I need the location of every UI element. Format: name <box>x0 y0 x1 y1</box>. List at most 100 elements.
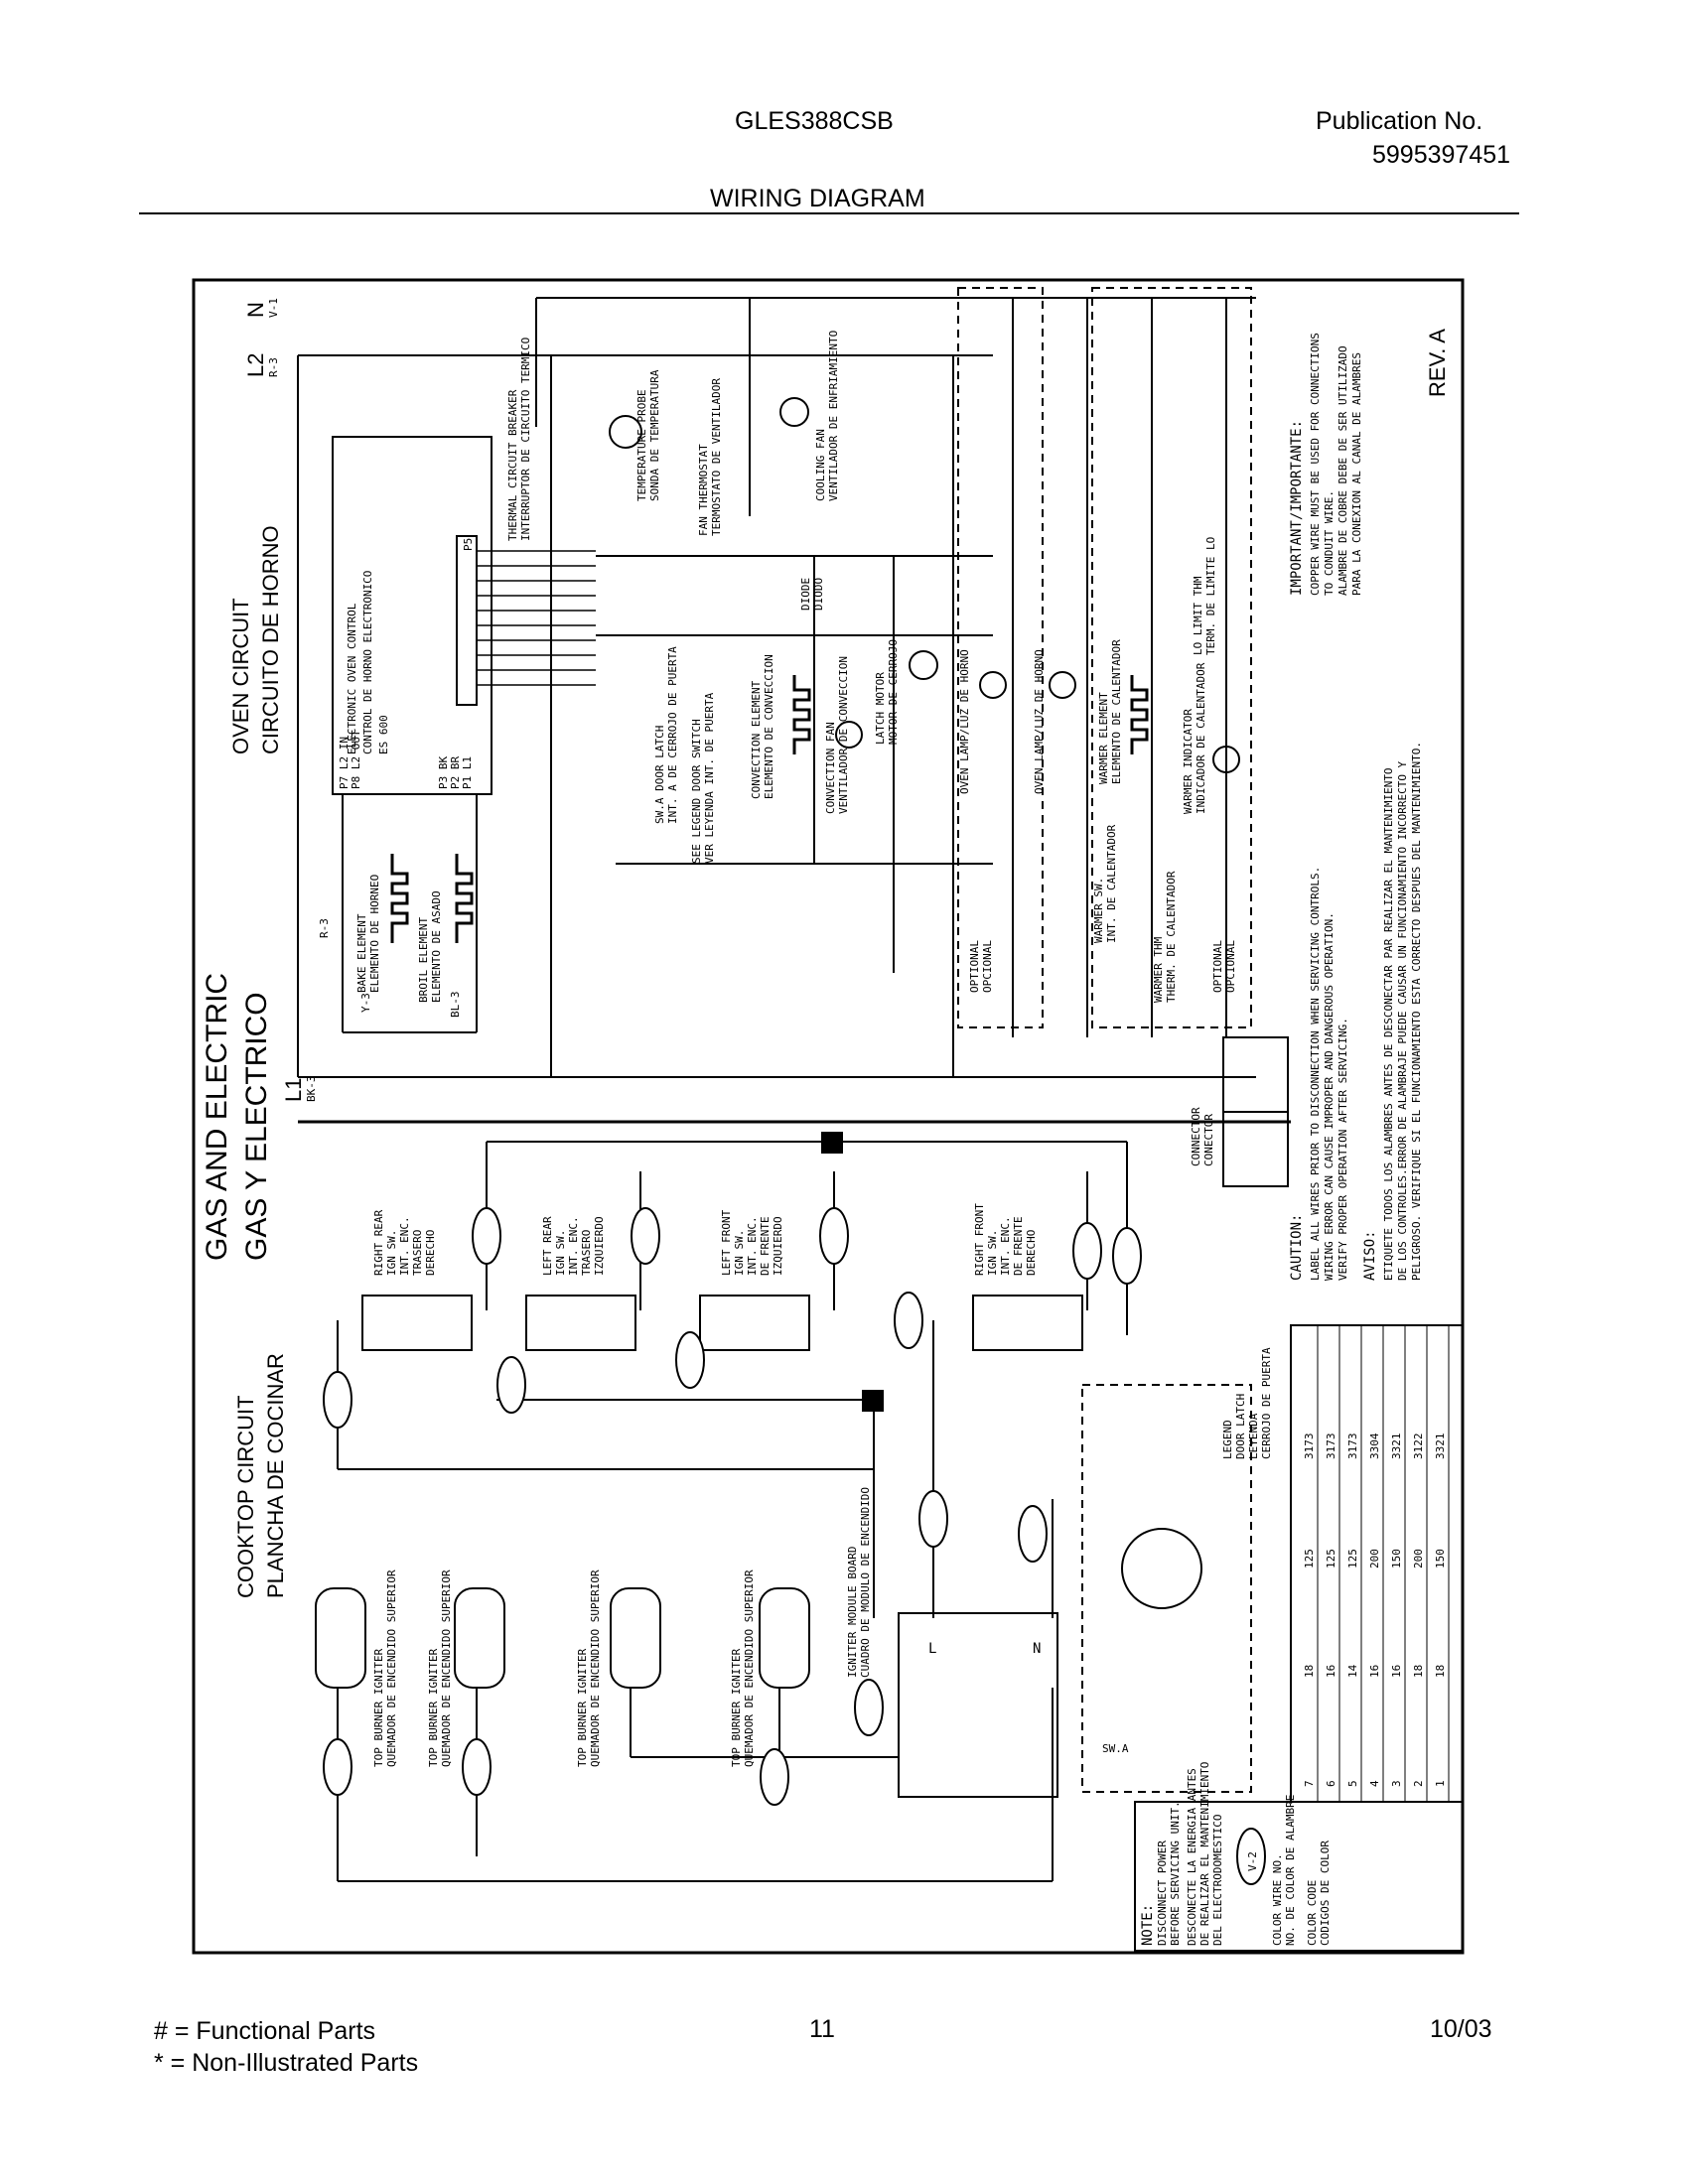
bake-element-coil <box>390 854 409 943</box>
oven-circuit-en: OVEN CIRCUIT <box>228 598 253 754</box>
wire-oval-r1-c <box>675 1331 705 1389</box>
ign-rr-2: IGN SW. <box>385 1230 398 1276</box>
junction-top <box>821 1132 843 1154</box>
tcb-label-es: INTERRUPTOR DE CIRCUITO TERMICO <box>519 338 532 541</box>
wire-spec-cell: 18 <box>1303 1665 1316 1678</box>
door-latch-icon <box>1121 1528 1202 1609</box>
ign-lr-3: INT. ENC. <box>567 1216 580 1276</box>
wire-spec-cell: 150 <box>1390 1549 1403 1569</box>
main-title-es: GAS Y ELECTRICO <box>240 992 273 1261</box>
ign-rr-3: INT. ENC. <box>398 1216 411 1276</box>
caution-line-3: VERIFY PROPER OPERATION AFTER SERVICING. <box>1336 1018 1349 1281</box>
ign-rf-4: DE FRENTE <box>1012 1216 1025 1276</box>
ign-lf-4: DE FRENTE <box>759 1216 772 1276</box>
junction-bottom <box>862 1390 884 1412</box>
ign-rr-5: DERECHO <box>424 1230 437 1276</box>
important-line-2: TO CONDUIT WIRE. <box>1323 490 1336 596</box>
ign-rr-1: RIGHT REAR <box>372 1209 385 1276</box>
legend-line-2: DOOR LATCH <box>1234 1394 1247 1459</box>
legend-sw-label: SW.A <box>1102 1742 1129 1755</box>
warmer-element-es: ELEMENTO DE CALENTADOR <box>1110 639 1123 784</box>
fan-thermo-en: FAN THERMOSTAT <box>697 444 710 536</box>
legend-line-4: CERROJO DE PUERTA <box>1260 1347 1273 1459</box>
optional-en-2: OPTIONAL <box>1211 940 1224 993</box>
latch-motor-en: LATCH MOTOR <box>874 672 887 745</box>
eoc-p5-connector <box>456 535 596 706</box>
wire-oval-bk2 <box>1112 1227 1142 1285</box>
cooling-fan-icon <box>779 397 809 427</box>
footer-date: 10/03 <box>1430 2015 1492 2043</box>
wire-spec-cell: 16 <box>1325 1665 1337 1678</box>
warmer-indicator-es: INDICADOR DE CALENTADOR <box>1195 662 1207 814</box>
igniter-1-en: TOP BURNER IGNITER <box>372 1648 385 1767</box>
note-line-2: BEFORE SERVICING UNIT. <box>1169 1801 1182 1946</box>
igniter-module-board <box>898 1612 1058 1798</box>
note-table <box>1134 1801 1464 1952</box>
wire-spec-cell: 14 <box>1346 1664 1359 1678</box>
wire-spec-cell: 3321 <box>1390 1433 1403 1460</box>
wire-spec-cell: 2 <box>1412 1780 1425 1787</box>
wire-label-r3: R-3 <box>318 918 331 938</box>
ign-rr-4: TRASERO <box>411 1230 424 1276</box>
warmer-sw-es: INT. DE CALENTADOR <box>1105 824 1118 943</box>
diagram-frame <box>192 278 1465 1955</box>
optional-es-2: OPCIONAL <box>1224 940 1237 993</box>
model-number: GLES388CSB <box>735 107 894 135</box>
igniter-4-en: TOP BURNER IGNITER <box>730 1648 743 1767</box>
cooling-fan-en: COOLING FAN <box>814 429 827 501</box>
bake-element-es: ELEMENTO DE HORNEO <box>368 875 381 993</box>
ign-rf-5: DERECHO <box>1025 1230 1038 1276</box>
module-terminal-n: N <box>1033 1641 1041 1657</box>
conv-fan-en: CONVECTION FAN <box>824 722 837 814</box>
cooling-fan-es: VENTILADOR DE ENFRIAMIENTO <box>827 331 840 501</box>
caution-line-2: WIRING ERROR CAN CAUSE IMPROPER AND DANG… <box>1323 912 1336 1281</box>
wire-spec-cell: 1 <box>1434 1780 1447 1787</box>
ign-rf-3: INT. ENC. <box>999 1216 1012 1276</box>
wire-oval-v4-a <box>323 1738 352 1796</box>
legend-line-3: LEYENDA <box>1247 1413 1260 1459</box>
oven-circuit-es: CIRCUITO DE HORNO <box>258 525 283 754</box>
wire-spec-cell: 18 <box>1434 1665 1447 1678</box>
eoc-label-es: CONTROL DE HORNO ELECTRONICO <box>361 571 374 754</box>
wire-sample-label: V-2 <box>1246 1851 1259 1871</box>
electronic-oven-control <box>332 436 492 795</box>
line-n-wire: V-1 <box>267 298 280 318</box>
eoc-pin-p1: P1 L1 <box>461 756 474 789</box>
conv-element-es: ELEMENTO DE CONVECCION <box>763 654 775 799</box>
oven-lamp-1-icon <box>979 671 1007 699</box>
eoc-pin-p3: P3 BK <box>437 756 450 789</box>
wire-spec-cell: 200 <box>1368 1549 1381 1569</box>
ign-lf-2: IGN SW. <box>733 1230 746 1276</box>
wire-spec-cell: 3173 <box>1346 1433 1359 1460</box>
wire-oval-v4-b <box>462 1738 492 1796</box>
wire-spec-cell: 3122 <box>1412 1433 1425 1460</box>
wire-oval-bk1-d <box>1072 1222 1102 1280</box>
warmer-box <box>1091 287 1252 1028</box>
warmer-thm-en: WARMER THM <box>1152 936 1165 1003</box>
wire-spec-cell: 16 <box>1390 1665 1403 1678</box>
main-title-en: GAS AND ELECTRIC <box>201 973 233 1261</box>
wire-oval-r1-e <box>918 1490 948 1548</box>
wire-spec-cell: 3173 <box>1303 1433 1316 1460</box>
igniter-2-es: QUEMADOR DE ENCENDIDO SUPERIOR <box>440 1570 453 1767</box>
wire-oval-r1-d <box>894 1292 923 1349</box>
igniter-3-es: QUEMADOR DE ENCENDIDO SUPERIOR <box>589 1570 602 1767</box>
ign-sw-right-front <box>972 1295 1083 1351</box>
see-legend-es: VER LEYENDA INT. DE PUERTA <box>703 692 716 864</box>
ign-lf-1: LEFT FRONT <box>720 1209 733 1276</box>
see-legend-en: SEE LEGEND DOOR SWITCH <box>690 719 703 864</box>
warmer-sw-en: WARMER SW. <box>1092 878 1105 943</box>
eoc-pin-p2: P2 BR <box>449 756 462 789</box>
latch-motor-es: MOTOR DE CERROJO <box>887 639 900 745</box>
ign-lr-1: LEFT REAR <box>541 1216 554 1276</box>
bake-element-en: BAKE ELEMENT <box>355 913 368 993</box>
temperature-probe-icon <box>609 415 642 449</box>
line-l1: L1 <box>281 1078 306 1102</box>
aviso-line-1: ETIQUETE TODOS LOS ALAMBRES ANTES DE DES… <box>1382 767 1395 1281</box>
wire-oval-bk1-b <box>631 1207 660 1265</box>
igniter-3-icon <box>610 1587 661 1689</box>
fan-thermo-es: TERMOSTATO DE VENTILADOR <box>710 378 723 536</box>
